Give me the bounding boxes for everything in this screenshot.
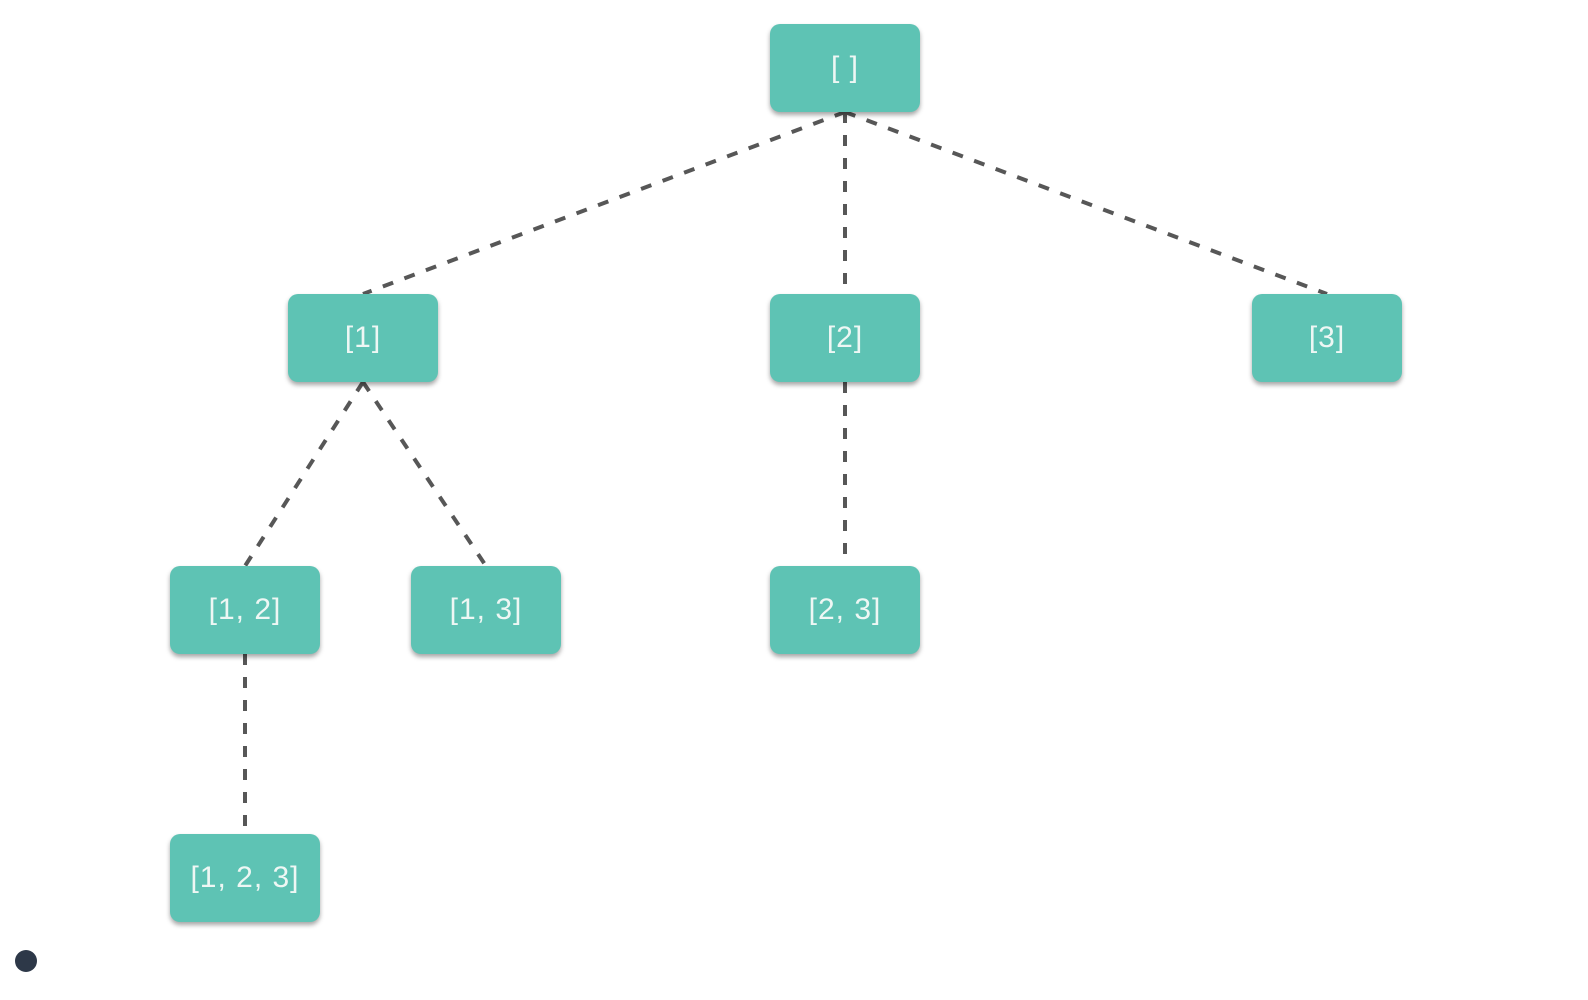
tree-node-3: [3]	[1252, 294, 1402, 382]
tree-node-2: [2]	[770, 294, 920, 382]
tree-node-label: [2]	[826, 321, 864, 354]
tree-node-2-3: [2, 3]	[770, 566, 920, 654]
tree-node-label: [1]	[344, 321, 382, 354]
tree-edge-n1-n13	[361, 380, 488, 568]
tree-node-1-2: [1, 2]	[170, 566, 320, 654]
tree-node-label: [1, 2]	[208, 593, 282, 626]
tree-node-label: [ ]	[830, 51, 859, 84]
tree-node-label: [3]	[1308, 321, 1346, 354]
tree-node-label: [2, 3]	[808, 593, 882, 626]
tree-edge-root-n3	[844, 110, 1328, 296]
list-bullet	[15, 950, 37, 972]
tree-edge-root-n1	[362, 110, 846, 296]
tree-node-label: [1, 2, 3]	[190, 861, 300, 894]
tree-node-1-3: [1, 3]	[411, 566, 561, 654]
tree-node-empty: [ ]	[770, 24, 920, 112]
tree-node-1-2-3: [1, 2, 3]	[170, 834, 320, 922]
tree-node-1: [1]	[288, 294, 438, 382]
tree-node-label: [1, 3]	[449, 593, 523, 626]
